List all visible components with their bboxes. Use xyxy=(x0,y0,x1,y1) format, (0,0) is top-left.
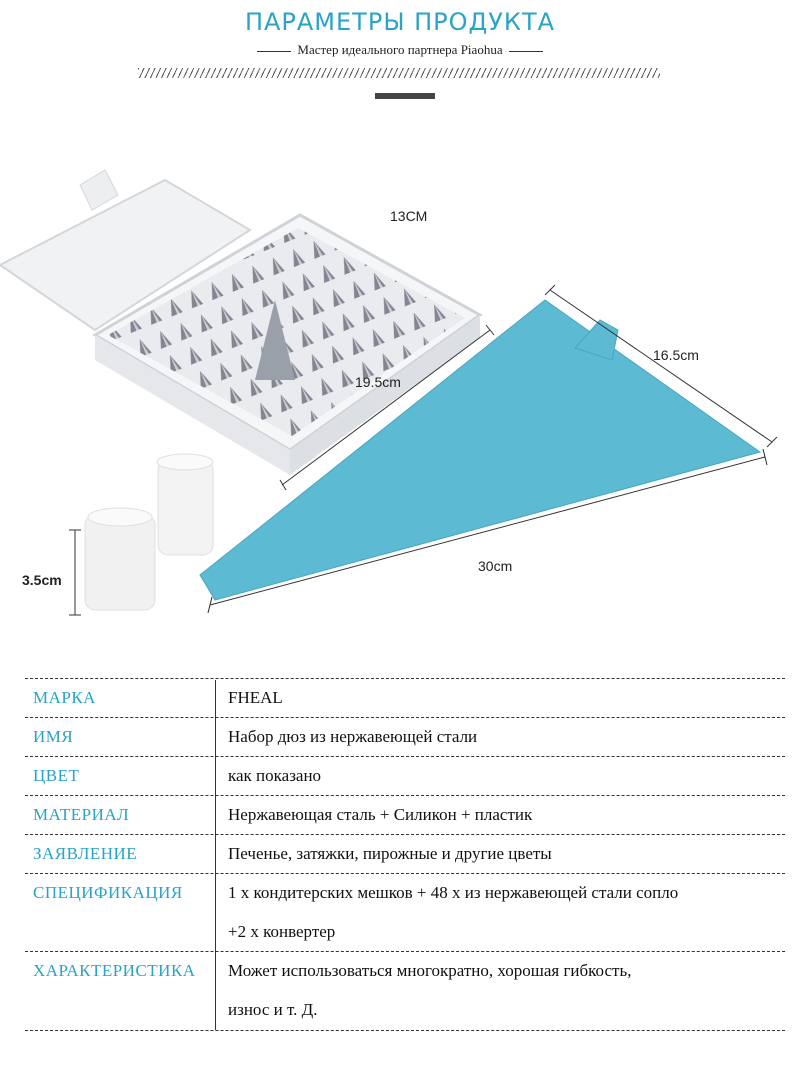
spec-value: Печенье, затяжки, пирожные и другие цвет… xyxy=(228,844,552,863)
table-rule xyxy=(25,1030,785,1031)
piping-bag xyxy=(199,299,762,601)
table-column-divider xyxy=(215,680,216,1030)
dim-coupler-height: 3.5cm xyxy=(22,572,62,588)
dimension-lines xyxy=(69,284,778,616)
spec-key: МАТЕРИАЛ xyxy=(33,805,130,824)
spec-row: МАТЕРИАЛ Нержавеющая сталь + Силикон + п… xyxy=(25,795,785,834)
table-rule xyxy=(25,756,785,757)
spec-key: СПЕЦИФИКАЦИЯ xyxy=(33,883,183,902)
subtitle-line-left xyxy=(257,50,292,52)
spec-value: Может использоваться многократно, хороша… xyxy=(228,961,632,980)
table-rule xyxy=(25,795,785,796)
spec-row: СПЕЦИФИКАЦИЯ 1 х кондитерских мешков + 4… xyxy=(25,873,785,912)
page-title: ПАРАМЕТРЫ ПРОДУКТА xyxy=(244,8,556,36)
table-rule xyxy=(25,951,785,952)
spec-value: 1 х кондитерских мешков + 48 х из нержав… xyxy=(228,883,679,902)
dim-box-width: 13CM xyxy=(390,208,428,224)
table-rule xyxy=(25,678,785,679)
product-illustration xyxy=(0,169,778,616)
table-rule xyxy=(25,873,785,874)
dim-bag-top: 16.5cm xyxy=(653,347,699,363)
spec-key: ЗАЯВЛЕНИЕ xyxy=(33,844,138,863)
spec-row: МАРКА FHEAL xyxy=(25,678,785,717)
spec-row: ХАРАКТЕРИСТИКА Может использоваться мног… xyxy=(25,951,785,990)
spec-row: ЗАЯВЛЕНИЕ Печенье, затяжки, пирожные и д… xyxy=(25,834,785,873)
table-rule xyxy=(25,834,785,835)
hatch-divider xyxy=(138,68,660,78)
spec-key: ИМЯ xyxy=(33,727,74,746)
spec-value: FHEAL xyxy=(228,688,283,707)
coupler-short xyxy=(84,507,156,611)
coupler-tall xyxy=(156,453,214,556)
dim-bag-length: 30cm xyxy=(478,558,513,574)
header: ПАРАМЕТРЫ ПРОДУКТА Мастер идеального пар… xyxy=(0,0,800,110)
spec-row: ЦВЕТ как показано xyxy=(25,756,785,795)
subtitle-text: Мастер идеального партнера Piaohua xyxy=(297,42,503,57)
spec-value: износ и т. Д. xyxy=(228,1000,318,1019)
spec-row: износ и т. Д. xyxy=(25,990,785,1029)
spec-value: +2 х конвертер xyxy=(228,922,336,941)
spec-value: Нержавеющая сталь + Силикон + пластик xyxy=(228,805,533,824)
spec-value: как показано xyxy=(228,766,322,785)
subtitle-line-right xyxy=(508,50,543,52)
table-rule xyxy=(25,717,785,718)
spec-row: ИМЯ Набор дюз из нержавеющей стали xyxy=(25,717,785,756)
spec-value: Набор дюз из нержавеющей стали xyxy=(228,727,478,746)
dim-box-length: 19.5cm xyxy=(355,374,401,390)
accent-bar xyxy=(375,93,435,99)
box-lid xyxy=(0,169,252,332)
spec-key: ХАРАКТЕРИСТИКА xyxy=(33,961,196,980)
spec-key: МАРКА xyxy=(33,688,96,707)
product-photo: 13CM 19.5cm 16.5cm 30cm 3.5cm xyxy=(0,140,800,640)
page-subtitle: Мастер идеального партнера Piaohua xyxy=(0,42,800,58)
spec-row: +2 х конвертер xyxy=(25,912,785,951)
spec-key: ЦВЕТ xyxy=(33,766,80,785)
nozzle-box xyxy=(92,213,483,475)
